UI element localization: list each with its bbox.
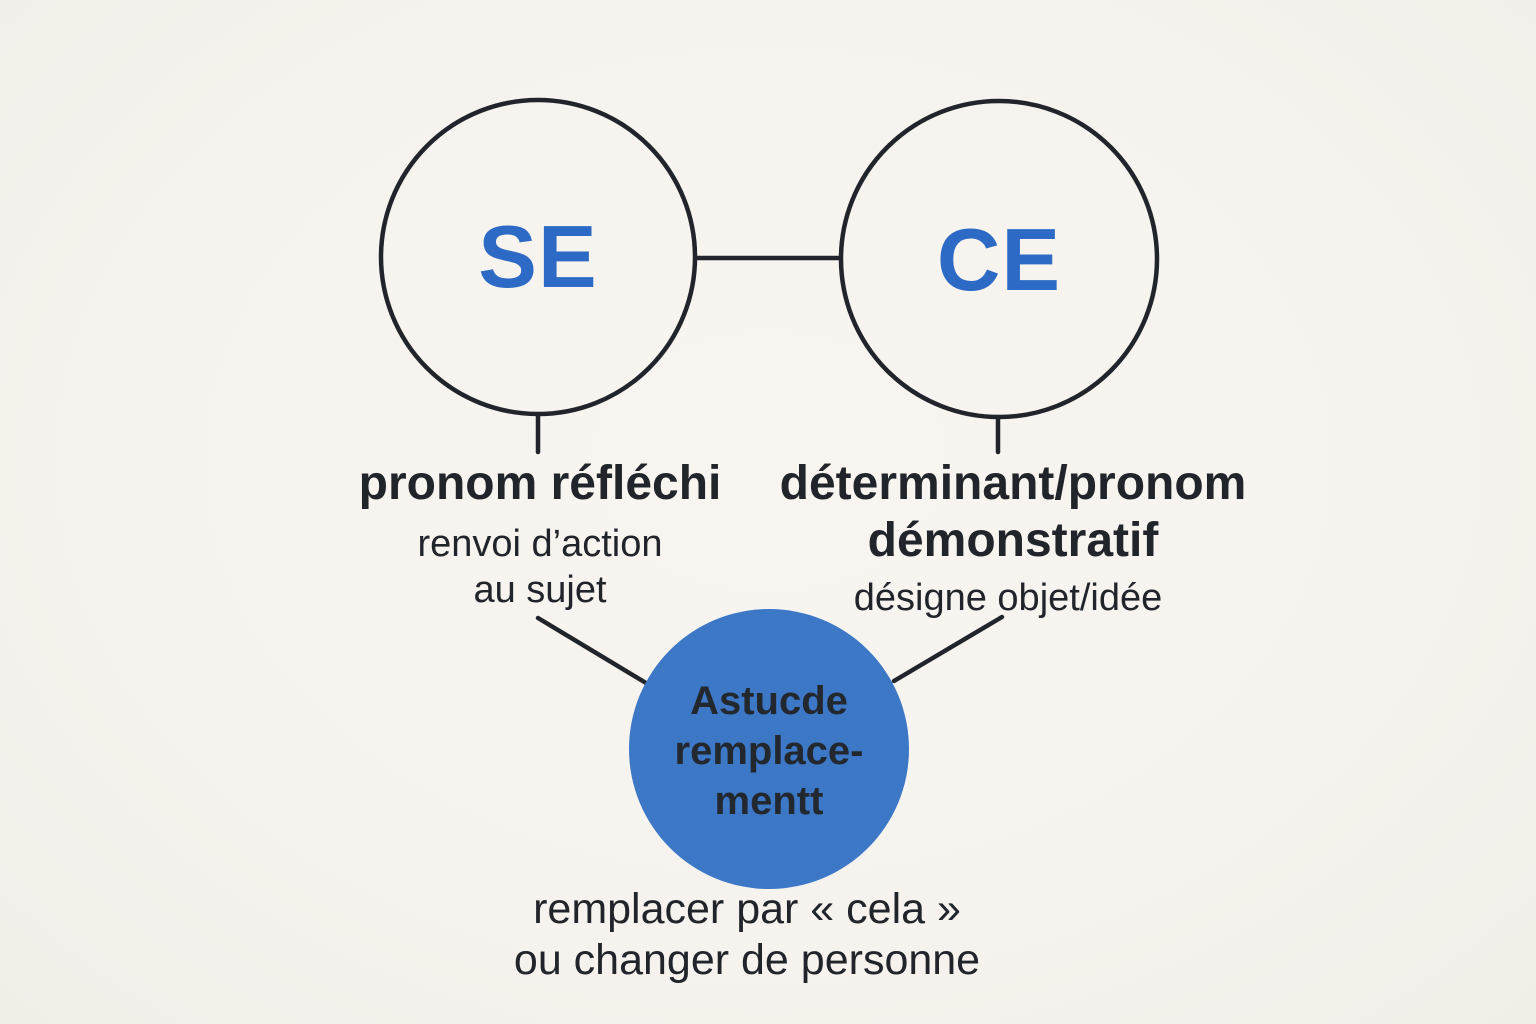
right-branch-desc: désigne objet/idée bbox=[853, 577, 1163, 619]
right-tip-diagonal-line bbox=[891, 614, 1005, 684]
tip-circle bbox=[629, 609, 909, 889]
left-branch-desc-line1: renvoi d’action bbox=[417, 523, 663, 565]
tip-circle-label-line2: remplace- bbox=[674, 729, 864, 773]
footer-tip-line1: remplacer par « cela » bbox=[533, 885, 961, 933]
left-tip-diagonal-line bbox=[535, 615, 649, 686]
tip-circle-label-line3: mentt bbox=[714, 779, 824, 823]
left-branch-title: pronom réfléchi bbox=[358, 457, 722, 510]
left-branch-desc-line2: au sujet bbox=[473, 569, 607, 611]
se-node-label: SE bbox=[478, 207, 598, 306]
right-branch-title: déterminant/pronom démonstratif bbox=[780, 455, 1247, 569]
footer-tip: remplacer par « cela » ou changer de per… bbox=[514, 884, 980, 986]
footer-tip-line2: ou changer de personne bbox=[513, 936, 981, 984]
right-branch-title-line1: déterminant/pronom bbox=[779, 457, 1247, 510]
right-branch-title-line2: démonstratif bbox=[867, 514, 1159, 567]
tip-circle-label: Astucde remplace- mentt bbox=[675, 676, 864, 826]
tip-circle-label-line1: Astucde bbox=[690, 679, 848, 723]
ce-node-label: CE bbox=[936, 210, 1062, 309]
